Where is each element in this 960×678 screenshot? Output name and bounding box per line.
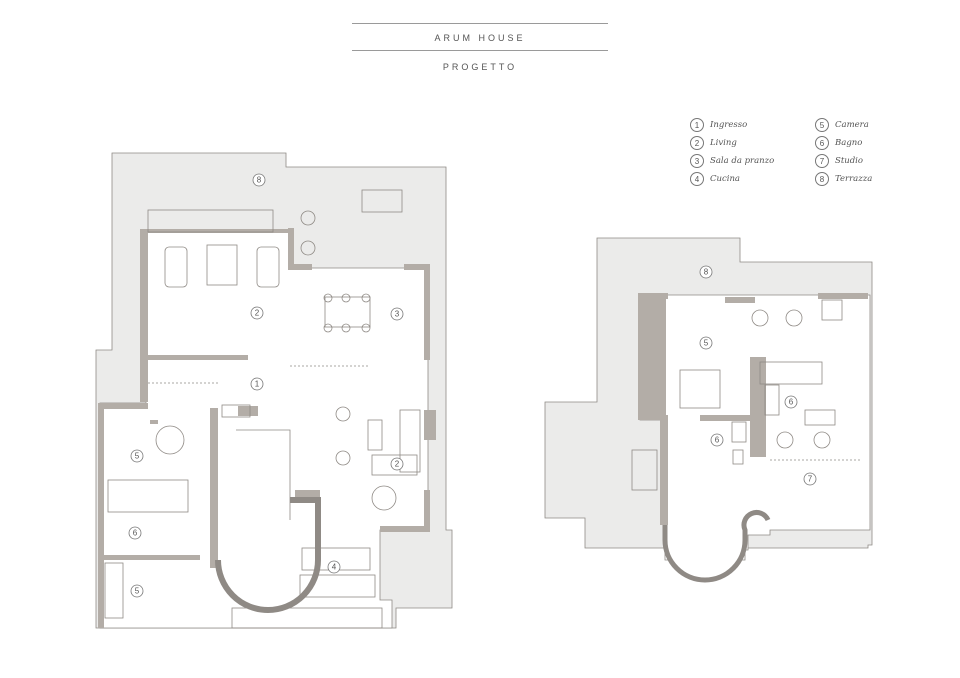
legend-number: 6 [815, 136, 829, 150]
legend-number: 3 [690, 154, 704, 168]
walls [98, 228, 436, 628]
room-label-terrazza: 8 [704, 268, 709, 277]
title-rule-bottom [352, 50, 608, 51]
furniture [631, 299, 843, 491]
legend-item: 3 Sala da pranzo [690, 154, 774, 168]
legend-item: 1 Ingresso [690, 118, 747, 132]
room-label-terrazza: 8 [257, 176, 262, 185]
room-label-camera: 5 [704, 339, 709, 348]
room-label-bagno: 6 [789, 398, 794, 407]
room-label-living: 2 [255, 309, 260, 318]
legend-item: 7 Studio [815, 154, 863, 168]
room-label-studio: 7 [808, 475, 813, 484]
project-title: ARUM HOUSE [434, 33, 526, 43]
legend-label: Cucina [710, 174, 740, 184]
plan-upper-floor [544, 237, 873, 583]
legend-label: Living [710, 138, 737, 148]
legend-item: 5 Camera [815, 118, 869, 132]
room-label-camera: 5 [135, 452, 140, 461]
room-label-cucina: 4 [332, 563, 337, 572]
legend-label: Ingresso [710, 120, 748, 130]
room-label-living: 2 [395, 460, 400, 469]
legend-number: 7 [815, 154, 829, 168]
walls [638, 293, 868, 525]
legend-number: 2 [690, 136, 704, 150]
project-subtitle: PROGETTO [442, 62, 518, 72]
left-room-labels [128, 173, 404, 598]
right-room-labels [699, 265, 817, 486]
room-label-ingresso: 1 [255, 380, 260, 389]
legend-label: Sala da pranzo [710, 156, 775, 166]
legend-number: 8 [815, 172, 829, 186]
room-label-bagno: 6 [715, 436, 720, 445]
legend-number: 5 [815, 118, 829, 132]
title-rule-top [352, 23, 608, 24]
legend-label: Bagno [835, 138, 863, 148]
legend-item: 8 Terrazza [815, 172, 872, 186]
legend-label: Camera [835, 120, 869, 130]
legend-label: Studio [835, 156, 863, 166]
room-label-bagno: 6 [133, 529, 138, 538]
legend-label: Terrazza [835, 174, 873, 184]
legend-item: 2 Living [690, 136, 737, 150]
room-label-camera: 5 [135, 587, 140, 596]
legend-item: 6 Bagno [815, 136, 862, 150]
legend-item: 4 Cucina [690, 172, 740, 186]
legend-number: 1 [690, 118, 704, 132]
legend-number: 4 [690, 172, 704, 186]
plan-ground-floor [95, 152, 453, 629]
room-label-sala-da-pranzo: 3 [395, 310, 400, 319]
